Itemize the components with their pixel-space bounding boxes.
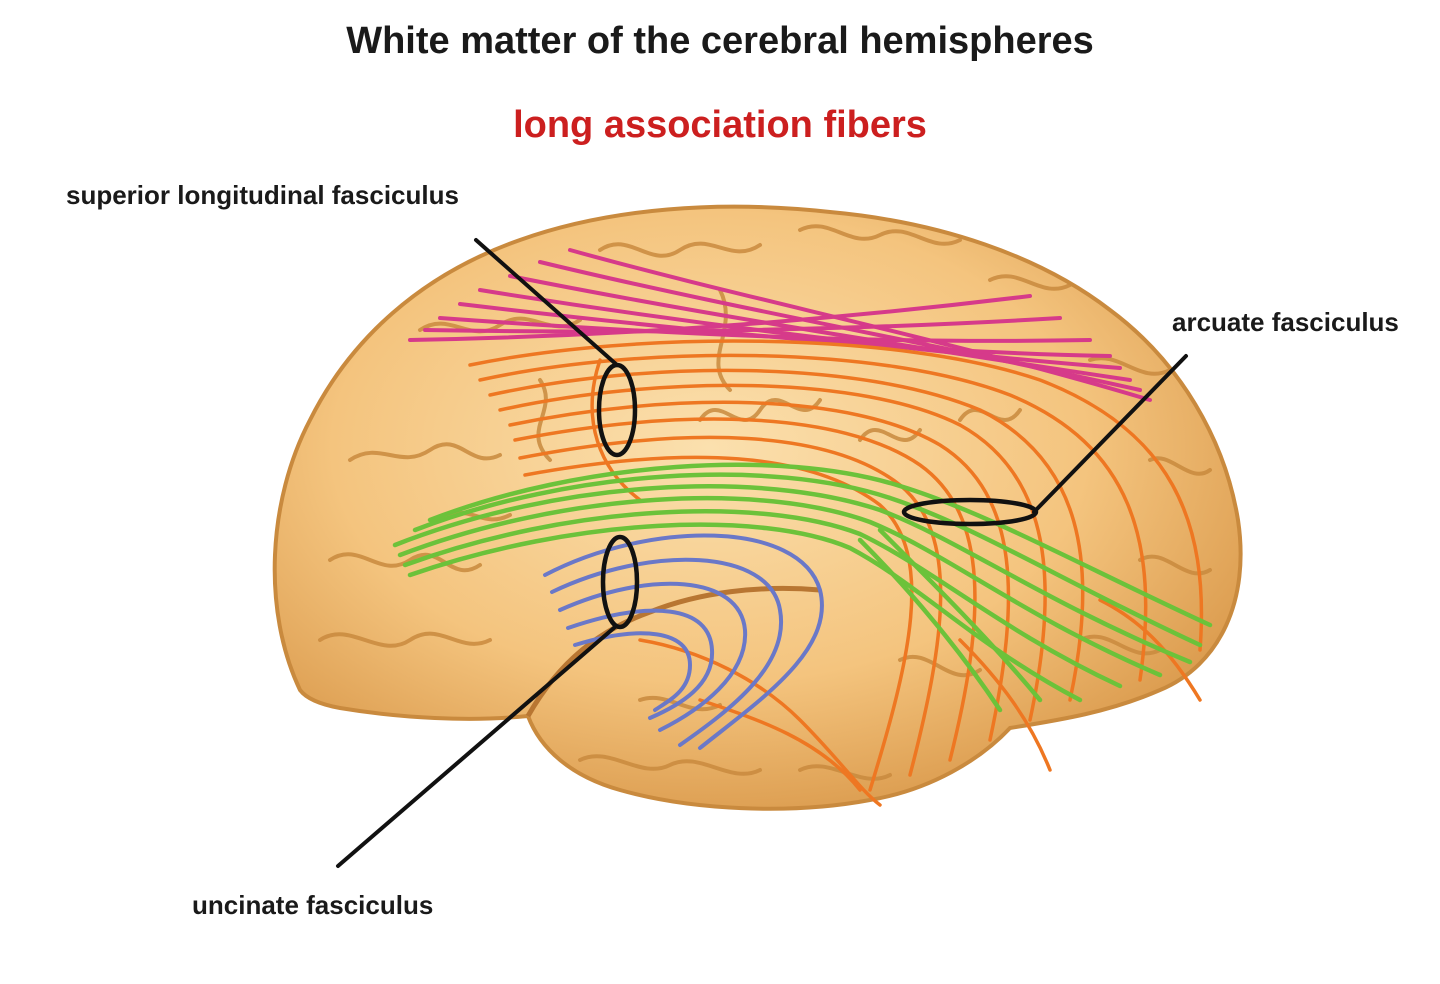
label-arcuate-fasciculus: arcuate fasciculus bbox=[1172, 307, 1399, 337]
label-uncinate-fasciculus: uncinate fasciculus bbox=[192, 890, 434, 920]
leader-lines bbox=[336, 238, 1188, 868]
bundle-markers bbox=[596, 362, 1039, 630]
diagram-title: White matter of the cerebral hemispheres bbox=[346, 20, 1094, 62]
diagram-subtitle: long association fibers bbox=[513, 104, 927, 146]
slf-leader-line bbox=[474, 238, 619, 367]
arcuate-marker-ellipse bbox=[901, 497, 1039, 527]
arcuate-fibers bbox=[468, 339, 1204, 807]
uncinate-marker-ellipse bbox=[600, 534, 640, 630]
slf-marker-ellipse bbox=[596, 362, 638, 458]
label-superior-longitudinal-fasciculus: superior longitudinal fasciculus bbox=[66, 180, 459, 210]
green-fibers bbox=[392, 462, 1213, 713]
arcuate-leader-line bbox=[1032, 354, 1188, 514]
superior-longitudinal-fibers bbox=[408, 248, 1152, 402]
uncinate-leader-line bbox=[336, 625, 617, 868]
